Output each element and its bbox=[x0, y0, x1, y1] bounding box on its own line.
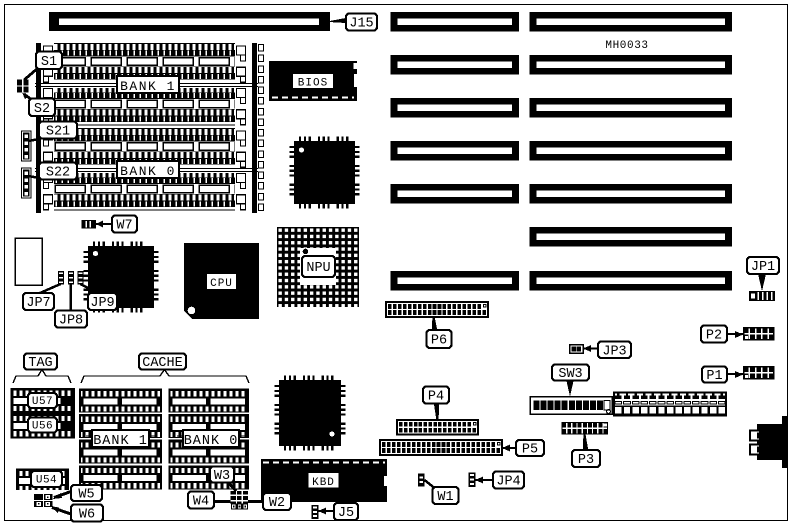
svg-text:JP4: JP4 bbox=[496, 475, 520, 490]
svg-text:W1: W1 bbox=[437, 490, 453, 505]
svg-text:S22: S22 bbox=[46, 166, 70, 181]
svg-text:W6: W6 bbox=[79, 508, 95, 523]
svg-text:CACHE: CACHE bbox=[142, 356, 183, 371]
svg-text:P5: P5 bbox=[522, 443, 538, 458]
svg-text:W2: W2 bbox=[269, 496, 285, 511]
svg-text:U54: U54 bbox=[36, 475, 57, 487]
svg-text:BANK 0: BANK 0 bbox=[120, 164, 176, 179]
svg-text:JP7: JP7 bbox=[26, 296, 50, 311]
svg-text:BIOS: BIOS bbox=[298, 78, 328, 90]
svg-text:J15: J15 bbox=[349, 17, 373, 32]
svg-text:S21: S21 bbox=[46, 125, 70, 140]
svg-text:P2: P2 bbox=[706, 329, 722, 344]
svg-text:S2: S2 bbox=[34, 102, 50, 117]
svg-text:W4: W4 bbox=[193, 495, 209, 510]
svg-text:J5: J5 bbox=[338, 506, 354, 521]
svg-text:CPU: CPU bbox=[210, 278, 233, 290]
svg-text:JP9: JP9 bbox=[90, 296, 114, 311]
svg-text:BANK 1: BANK 1 bbox=[120, 79, 176, 94]
svg-text:NPU: NPU bbox=[306, 261, 330, 276]
svg-text:U56: U56 bbox=[32, 421, 53, 433]
svg-text:KBD: KBD bbox=[312, 477, 335, 489]
svg-text:S1: S1 bbox=[41, 55, 57, 70]
svg-text:JP8: JP8 bbox=[59, 314, 83, 329]
svg-text:BANK 0: BANK 0 bbox=[184, 434, 239, 449]
svg-text:W7: W7 bbox=[116, 219, 132, 234]
svg-text:JP1: JP1 bbox=[751, 260, 775, 275]
svg-text:P6: P6 bbox=[431, 334, 447, 349]
svg-text:MH0033: MH0033 bbox=[605, 40, 648, 52]
svg-text:SW3: SW3 bbox=[558, 367, 582, 382]
svg-text:W3: W3 bbox=[214, 469, 230, 484]
svg-text:P3: P3 bbox=[578, 453, 594, 468]
svg-text:BANK 1: BANK 1 bbox=[93, 434, 148, 449]
svg-text:P4: P4 bbox=[428, 390, 444, 405]
svg-text:JP3: JP3 bbox=[602, 344, 626, 359]
svg-text:W5: W5 bbox=[78, 488, 94, 503]
svg-text:TAG: TAG bbox=[28, 356, 52, 371]
svg-text:P1: P1 bbox=[706, 369, 722, 384]
svg-text:U57: U57 bbox=[32, 396, 53, 408]
